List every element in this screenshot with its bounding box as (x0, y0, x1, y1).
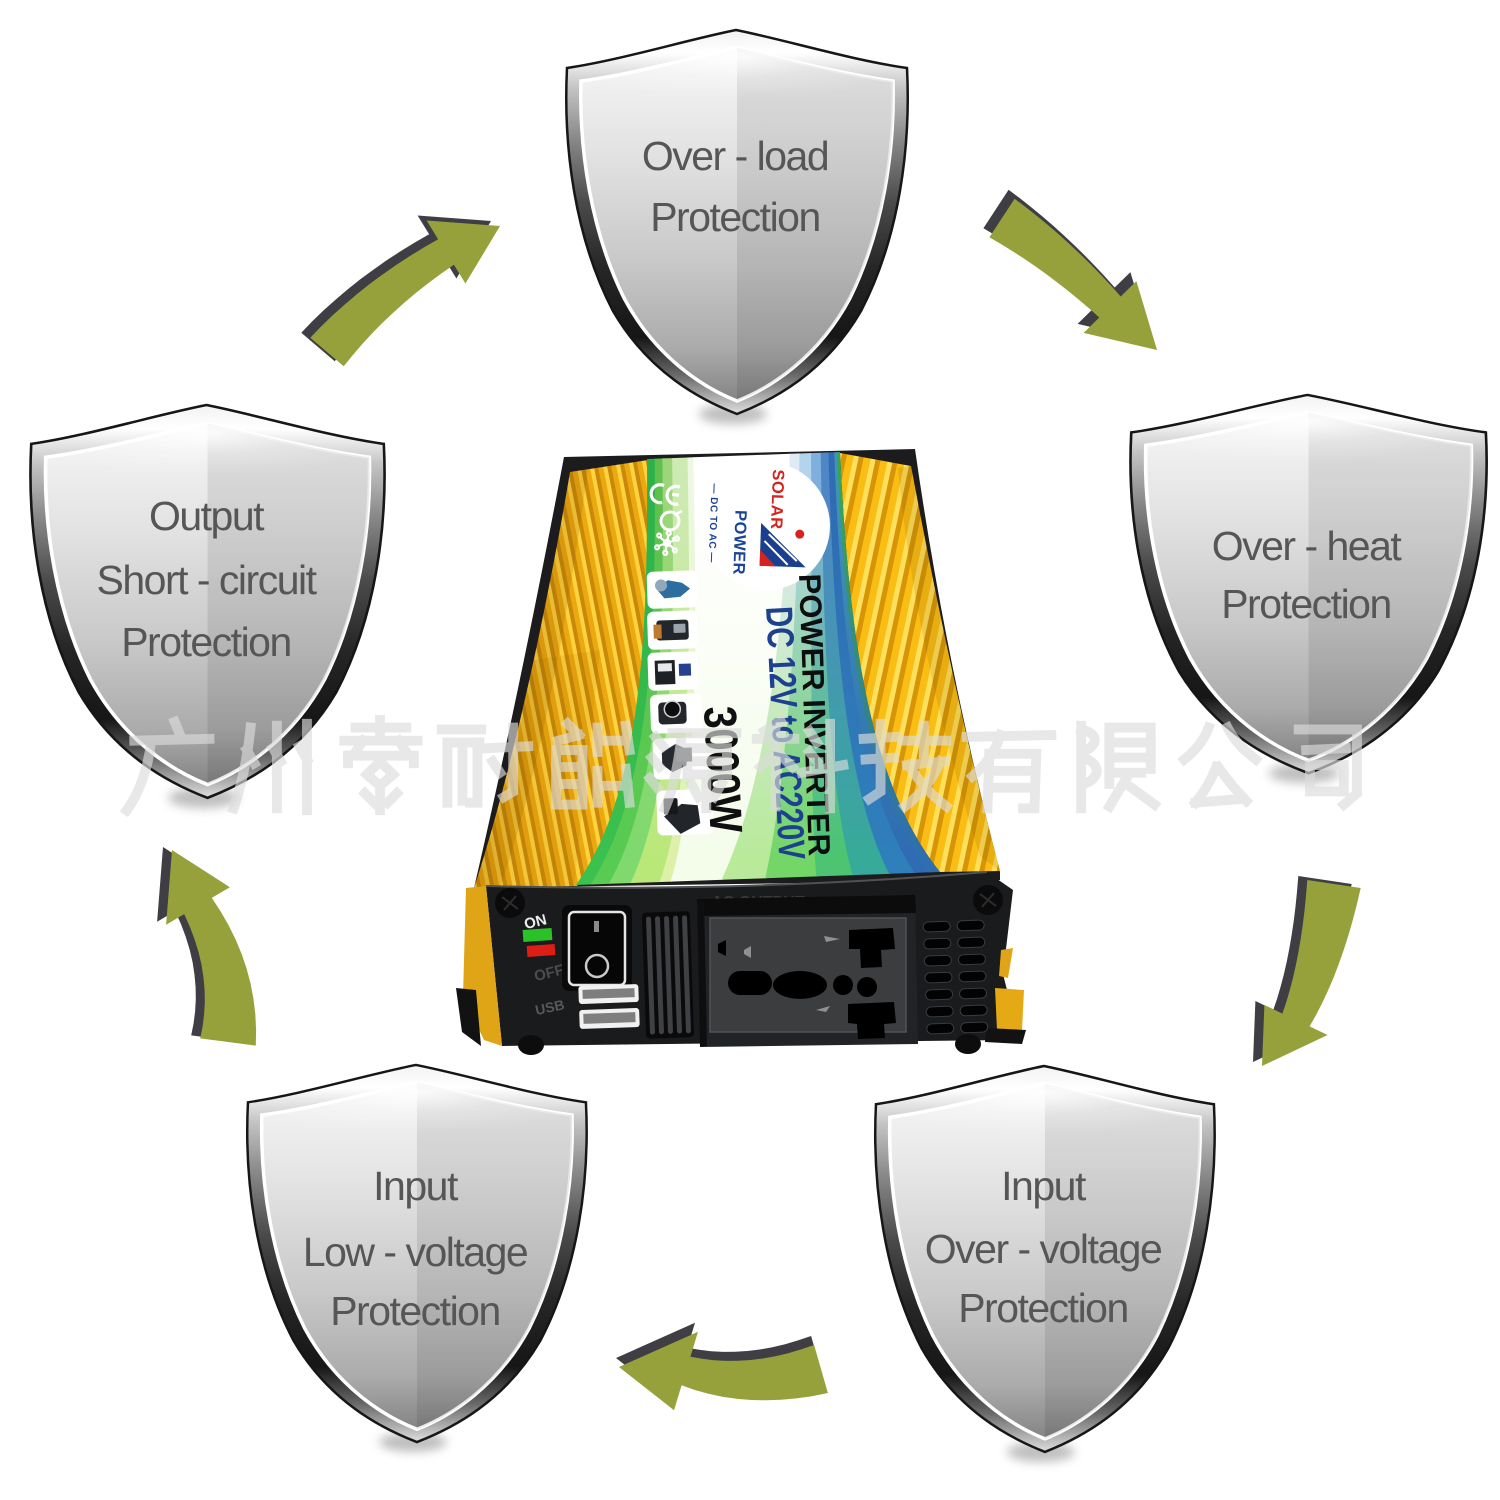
svg-text:Over - load: Over - load (642, 133, 828, 179)
svg-text:SOLAR: SOLAR (767, 469, 787, 530)
svg-text:Protection: Protection (650, 194, 820, 240)
svg-text:Protection: Protection (1221, 581, 1391, 627)
svg-text:Over - heat: Over - heat (1212, 523, 1403, 569)
svg-text:Low - voltage: Low - voltage (303, 1229, 527, 1275)
svg-text:ON: ON (522, 911, 548, 933)
svg-text:Short - circuit: Short - circuit (97, 557, 318, 603)
svg-text:POWER: POWER (729, 510, 749, 575)
svg-text:— DC TO AC —: — DC TO AC — (706, 483, 720, 563)
svg-text:Protection: Protection (330, 1288, 500, 1334)
svg-text:Over - voltage: Over - voltage (925, 1226, 1162, 1272)
svg-text:OFF: OFF (532, 961, 565, 985)
svg-text:Input: Input (373, 1163, 459, 1209)
svg-text:Input: Input (1001, 1163, 1087, 1209)
svg-text:Protection: Protection (958, 1285, 1128, 1331)
svg-text:Protection: Protection (121, 619, 291, 665)
svg-text:Output: Output (149, 493, 265, 539)
svg-text:USB: USB (534, 996, 566, 1018)
